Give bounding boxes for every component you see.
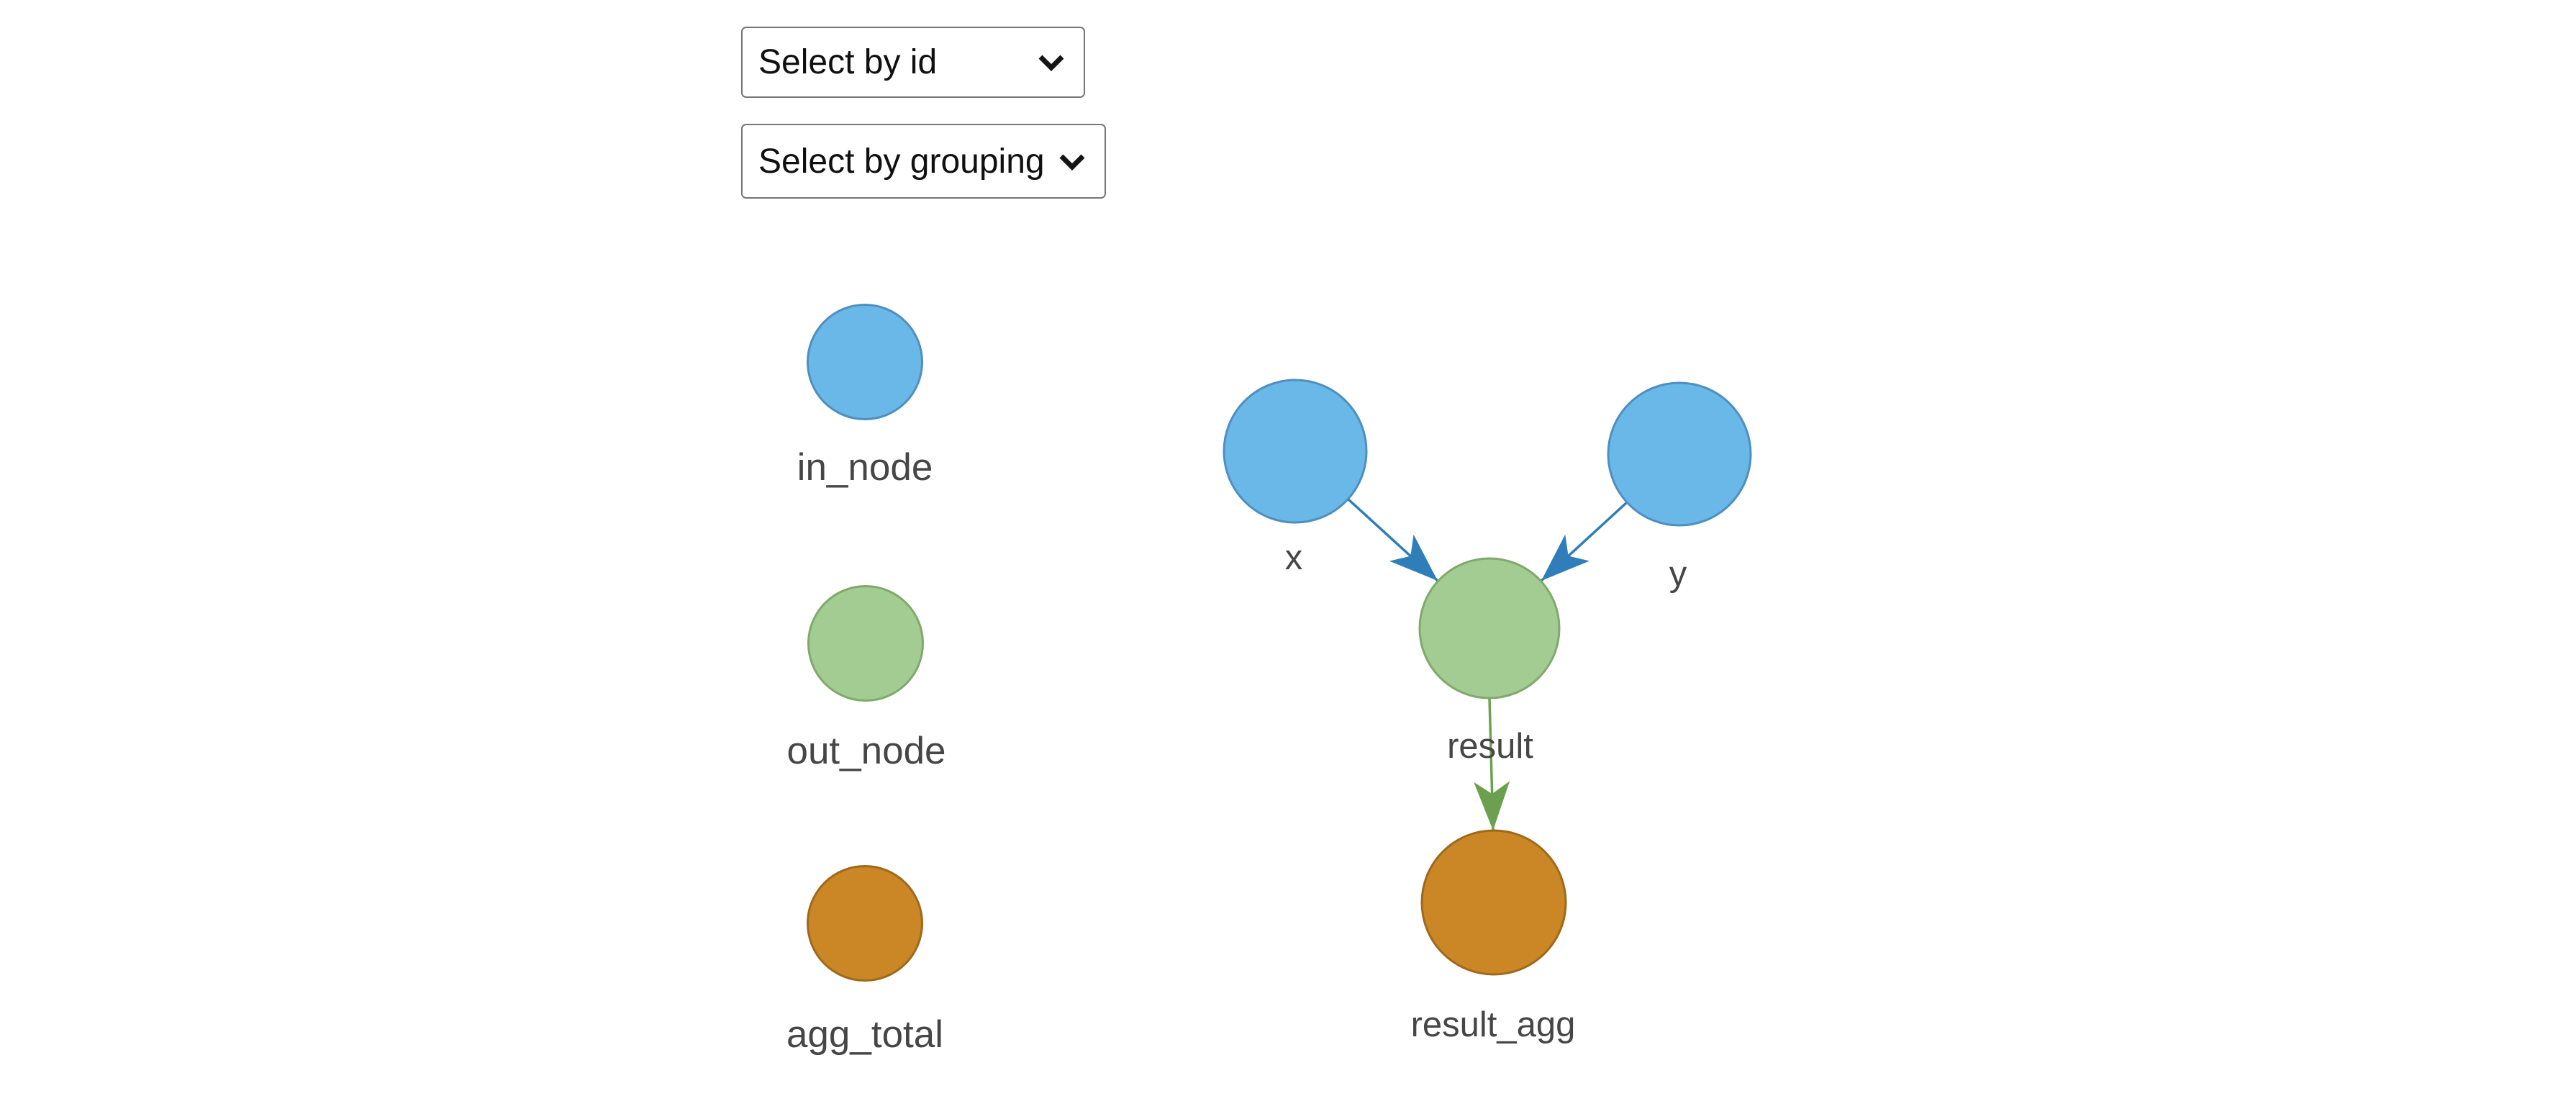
legend-swatch-out-node bbox=[807, 585, 924, 702]
select-by-grouping-value: Select by grouping bbox=[758, 142, 1045, 181]
graph-node-y[interactable] bbox=[1607, 381, 1752, 527]
legend-label-out-node: out_node bbox=[786, 730, 946, 772]
edge-result-to-result-agg bbox=[1474, 697, 1510, 831]
graph-node-label-x: x bbox=[1285, 538, 1303, 577]
graph-node-label-result-agg: result_agg bbox=[1411, 1005, 1576, 1044]
legend-swatch-in-node bbox=[807, 304, 923, 420]
chevron-down-icon bbox=[1059, 154, 1085, 171]
legend-swatch-agg-total bbox=[807, 865, 923, 982]
edge-x-to-result bbox=[1347, 498, 1439, 582]
legend-label-in-node: in_node bbox=[797, 446, 933, 489]
legend-label-agg-total: agg_total bbox=[786, 1013, 944, 1056]
select-by-id[interactable]: Select by id bbox=[741, 27, 1085, 98]
edge-y-to-result bbox=[1540, 501, 1628, 582]
graph-node-x[interactable] bbox=[1223, 379, 1368, 524]
select-by-id-value: Select by id bbox=[758, 43, 938, 81]
graph-node-label-y: y bbox=[1669, 555, 1687, 594]
graph-node-result-agg[interactable] bbox=[1420, 829, 1567, 976]
graph-node-result[interactable] bbox=[1418, 557, 1561, 700]
graph-node-label-result: result bbox=[1447, 727, 1533, 766]
chevron-down-icon bbox=[1038, 55, 1064, 71]
select-by-grouping[interactable]: Select by grouping bbox=[741, 124, 1106, 199]
